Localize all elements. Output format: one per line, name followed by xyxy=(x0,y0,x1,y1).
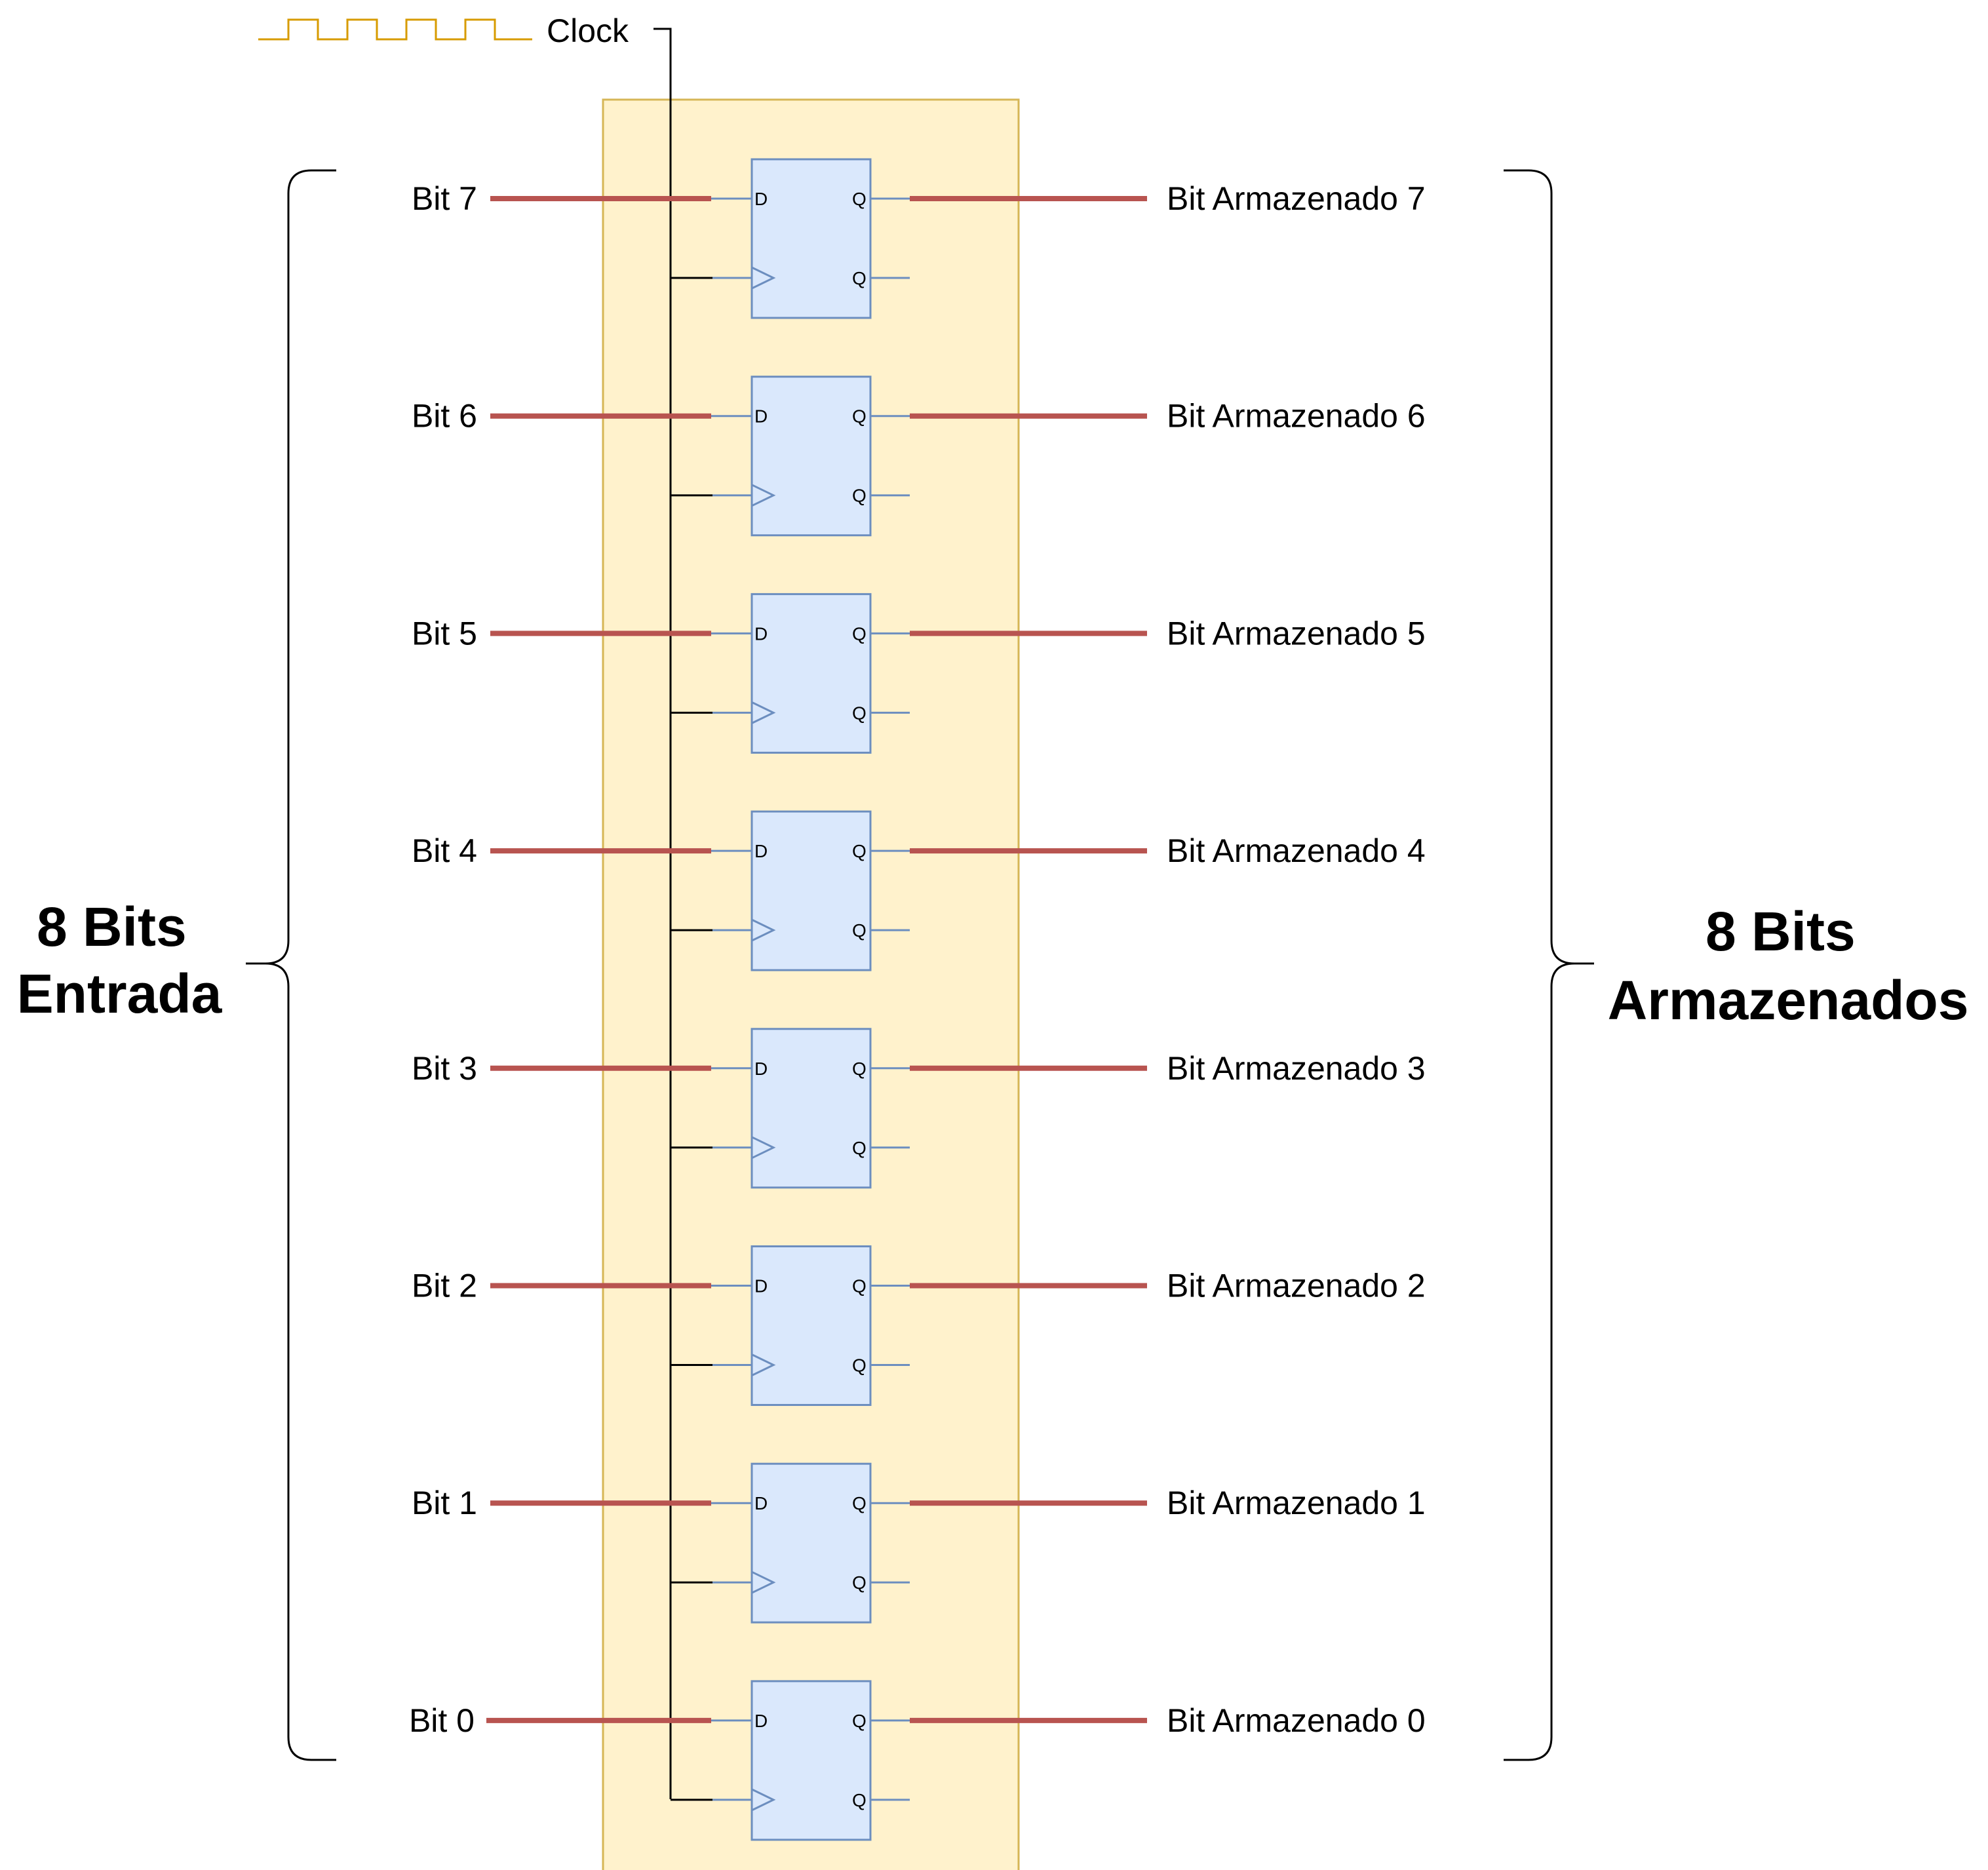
input-bit-label: Bit 1 xyxy=(412,1485,477,1521)
left-brace xyxy=(246,169,336,1761)
q-pin-label: Q xyxy=(852,406,867,427)
d-flip-flop xyxy=(750,376,872,537)
input-bit-label: Bit 4 xyxy=(412,832,477,869)
flip-flop-row: D Q Q Bit 1 Bit Armazenado 1 xyxy=(412,1462,1426,1624)
q-pin-label: Q xyxy=(852,189,867,209)
input-bit-label: Bit 2 xyxy=(412,1268,477,1304)
d-flip-flop xyxy=(750,1680,872,1841)
q-pin-label: Q xyxy=(852,623,867,644)
d-flip-flop xyxy=(750,1462,872,1624)
d-pin-label: D xyxy=(754,1711,768,1731)
stored-bit-label: Bit Armazenado 6 xyxy=(1167,398,1426,435)
stored-bit-label: Bit Armazenado 5 xyxy=(1167,615,1426,652)
clock-triangle-icon xyxy=(751,266,776,290)
q-pin-label: Q xyxy=(852,841,867,861)
input-group-title: 8 Bits Entrada xyxy=(17,896,223,1024)
qbar-pin-label: Q xyxy=(852,703,867,723)
output-group-line1: 8 Bits xyxy=(1705,901,1856,962)
stored-bit-label: Bit Armazenado 1 xyxy=(1167,1485,1426,1521)
flip-flop-row: D Q Q Bit 4 Bit Armazenado 4 xyxy=(412,810,1426,971)
right-brace xyxy=(1504,169,1594,1761)
d-pin-label: D xyxy=(754,189,768,209)
flip-flop-row: D Q Q Bit 6 Bit Armazenado 6 xyxy=(412,376,1426,537)
clock-triangle-icon xyxy=(751,484,776,507)
flip-flop-row: D Q Q Bit 0 Bit Armazenado 0 xyxy=(409,1680,1426,1841)
qbar-pin-label: Q xyxy=(852,1355,867,1376)
clock-triangle-icon xyxy=(751,1788,776,1812)
d-pin-label: D xyxy=(754,1493,768,1513)
q-pin-label: Q xyxy=(852,1711,867,1731)
input-group-line1: 8 Bits xyxy=(37,896,187,958)
d-pin-label: D xyxy=(754,623,768,644)
q-pin-label: Q xyxy=(852,1276,867,1296)
clock-waveform-icon xyxy=(258,18,532,41)
flip-flop-row: D Q Q Bit 7 Bit Armazenado 7 xyxy=(412,158,1426,319)
qbar-pin-label: Q xyxy=(852,268,867,288)
qbar-pin-label: Q xyxy=(852,1572,867,1593)
clock-triangle-icon xyxy=(751,1570,776,1594)
qbar-pin-label: Q xyxy=(852,1138,867,1158)
output-group-title: 8 Bits Armazenados xyxy=(1608,901,1969,1031)
clock-triangle-icon xyxy=(751,918,776,942)
d-flip-flop xyxy=(750,810,872,971)
input-group-line2: Entrada xyxy=(17,963,223,1024)
q-pin-label: Q xyxy=(852,1493,867,1513)
flip-flop-row: D Q Q Bit 2 Bit Armazenado 2 xyxy=(412,1245,1426,1406)
input-bit-label: Bit 3 xyxy=(412,1050,477,1087)
d-flip-flop xyxy=(750,1028,872,1189)
stored-bit-label: Bit Armazenado 2 xyxy=(1167,1268,1426,1304)
stored-bit-label: Bit Armazenado 4 xyxy=(1167,832,1426,869)
clock-triangle-icon xyxy=(751,1354,776,1376)
qbar-pin-label: Q xyxy=(852,486,867,506)
flip-flop-rows: D Q Q Bit 7 Bit Armazenado 7 D Q Q Bit 6 Bit Arma… xyxy=(409,158,1426,1841)
clock-wire xyxy=(653,28,672,1799)
d-pin-label: D xyxy=(754,406,768,427)
d-pin-label: D xyxy=(754,1059,768,1079)
output-group-line2: Armazenados xyxy=(1608,969,1969,1031)
input-bit-label: Bit 7 xyxy=(412,180,477,217)
d-flip-flop xyxy=(750,593,872,754)
d-pin-label: D xyxy=(754,1276,768,1296)
d-flip-flop xyxy=(750,1245,872,1406)
qbar-pin-label: Q xyxy=(852,920,867,941)
input-bit-label: Bit 5 xyxy=(412,615,477,652)
stored-bit-label: Bit Armazenado 3 xyxy=(1167,1050,1426,1087)
input-bit-label: Bit 0 xyxy=(409,1702,475,1739)
d-flip-flop xyxy=(750,158,872,319)
flip-flop-row: D Q Q Bit 3 Bit Armazenado 3 xyxy=(412,1028,1426,1189)
clock-label: Clock xyxy=(547,12,629,49)
clock-triangle-icon xyxy=(751,701,776,724)
flip-flop-row: D Q Q Bit 5 Bit Armazenado 5 xyxy=(412,593,1426,754)
stored-bit-label: Bit Armazenado 0 xyxy=(1167,1702,1426,1739)
q-pin-label: Q xyxy=(852,1059,867,1079)
stored-bit-label: Bit Armazenado 7 xyxy=(1167,180,1426,217)
d-pin-label: D xyxy=(754,841,768,861)
clock-triangle-icon xyxy=(751,1136,776,1159)
input-bit-label: Bit 6 xyxy=(412,398,477,435)
qbar-pin-label: Q xyxy=(852,1790,867,1810)
